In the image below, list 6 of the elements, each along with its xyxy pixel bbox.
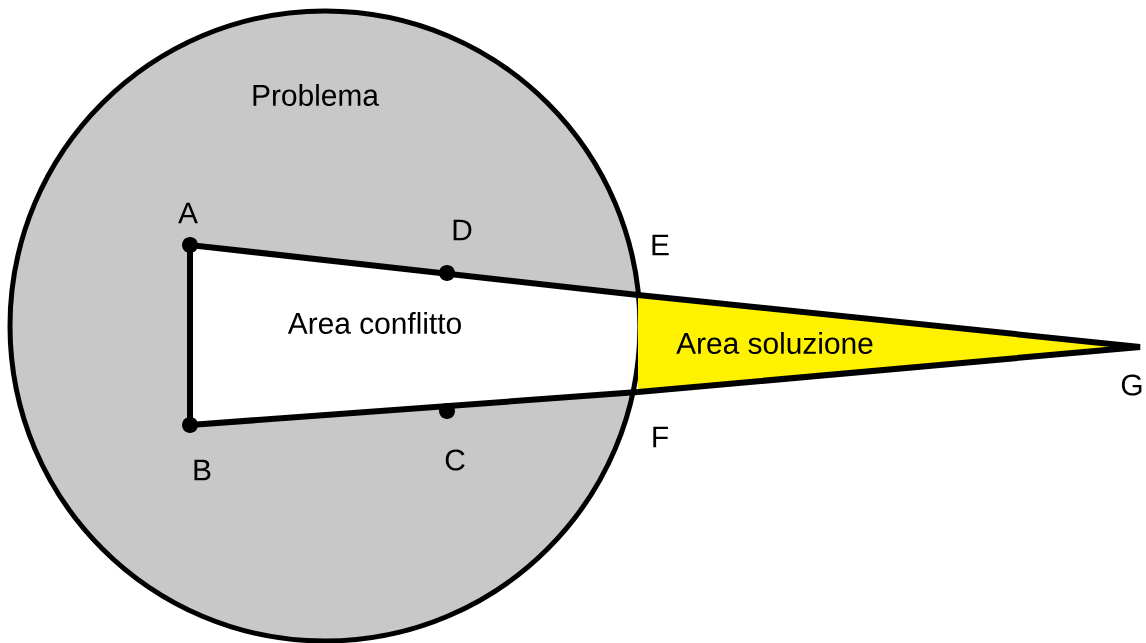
point-label: G (1121, 374, 1142, 396)
conflict-area: Area conflitto (187, 241, 639, 428)
point-label: F (653, 426, 668, 448)
point-label: A (178, 202, 198, 224)
point-label: B (194, 459, 211, 481)
point-label: E (652, 234, 669, 256)
